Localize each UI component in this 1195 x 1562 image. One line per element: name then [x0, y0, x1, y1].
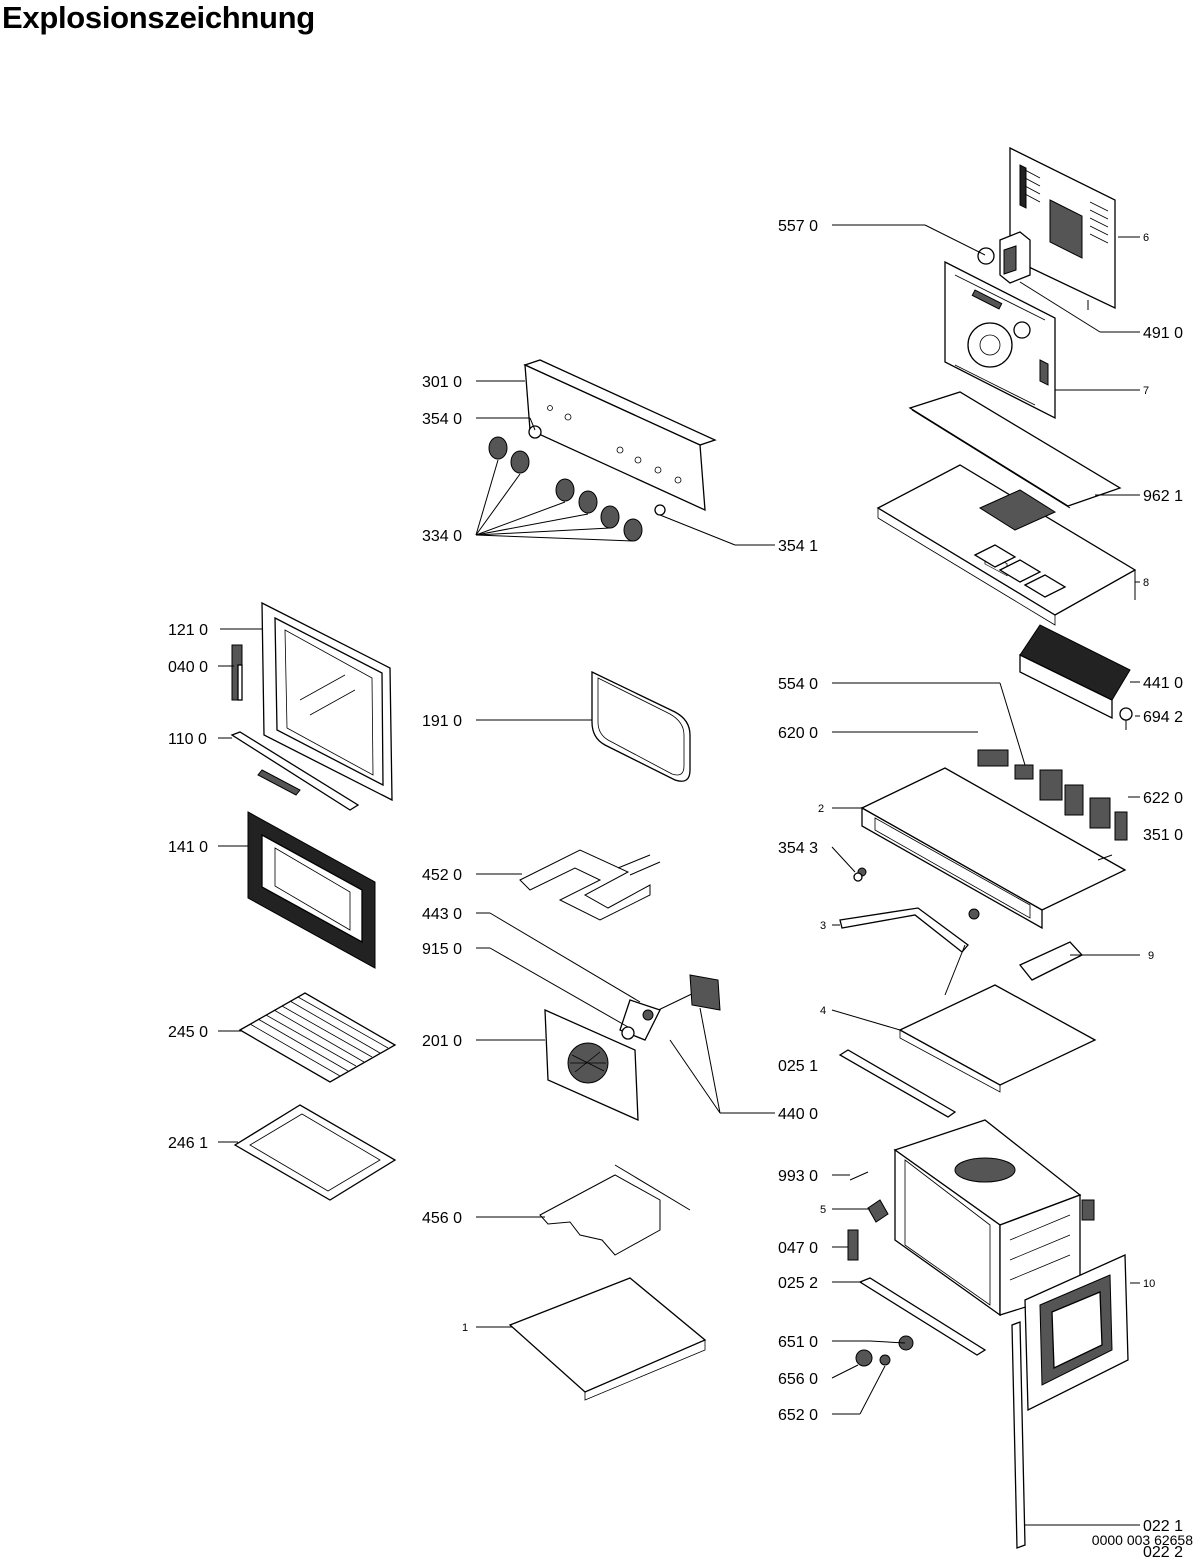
- baking-tray-icon: [233, 1104, 397, 1201]
- label-301-0: 301 0: [422, 374, 462, 391]
- label-620-0: 620 0: [778, 725, 818, 742]
- label-9: 9: [1148, 950, 1154, 962]
- mounting-brackets: [839, 907, 1084, 996]
- label-962-1: 962 1: [1143, 488, 1183, 505]
- label-491-0: 491 0: [1143, 325, 1183, 342]
- floor-plate-4: [898, 984, 1097, 1093]
- label-121-0: 121 0: [168, 622, 208, 639]
- oven-rack-icon: [238, 992, 397, 1083]
- label-456-0: 456 0: [422, 1210, 462, 1227]
- label-245-0: 245 0: [168, 1024, 208, 1041]
- side-rail-1: [838, 1049, 957, 1118]
- label-915-0: 915 0: [422, 941, 462, 958]
- control-panel-7: [944, 260, 1056, 420]
- label-652-0: 652 0: [778, 1407, 818, 1424]
- label-622-0: 622 0: [1143, 790, 1183, 807]
- oven-door-icon: [261, 601, 393, 802]
- heating-element-icon: [519, 849, 661, 921]
- label-025-2: 025 2: [778, 1275, 818, 1292]
- insulation-strip: [908, 391, 1122, 509]
- bottom-plate-1: [508, 1277, 707, 1401]
- outer-door-glass: [247, 811, 376, 969]
- vertical-trim-strip: [1011, 1321, 1026, 1549]
- label-5: 5: [820, 1204, 826, 1216]
- label-8: 8: [1143, 577, 1149, 589]
- fan-housing-assembly: [857, 749, 1128, 930]
- side-panel-10: [1024, 1254, 1129, 1412]
- top-cover-8: [876, 464, 1137, 626]
- door-gasket: [591, 670, 691, 782]
- label-2: 2: [818, 803, 824, 815]
- fan-cover-panel: [544, 1008, 639, 1122]
- label-141-0: 141 0: [168, 839, 208, 856]
- label-040-0: 040 0: [168, 659, 208, 676]
- label-7: 7: [1143, 385, 1149, 397]
- label-694-2: 694 2: [1143, 709, 1183, 726]
- label-993-0: 993 0: [778, 1168, 818, 1185]
- label-443-0: 443 0: [422, 906, 462, 923]
- label-201-0: 201 0: [422, 1033, 462, 1050]
- label-354-3: 354 3: [778, 840, 818, 857]
- small-fittings: [847, 872, 914, 1367]
- control-knob-icon: [488, 425, 666, 542]
- transformer-part: [977, 231, 1031, 284]
- side-rail-2: [858, 1277, 987, 1356]
- label-246-1: 246 1: [168, 1135, 208, 1152]
- label-554-0: 554 0: [778, 676, 818, 693]
- lower-heating-element: [539, 1164, 691, 1256]
- document-number: 0000 003 62658: [1091, 1532, 1193, 1548]
- label-354-1: 354 1: [778, 538, 818, 555]
- control-panel-fascia: [523, 359, 717, 512]
- label-651-0: 651 0: [778, 1334, 818, 1351]
- leader-lines: [218, 224, 1140, 1526]
- page-title: Explosionszeichnung: [2, 0, 315, 35]
- label-110-0: 110 0: [168, 731, 207, 748]
- label-022-2: 022 2: [1143, 1544, 1183, 1561]
- label-10: 10: [1143, 1278, 1155, 1290]
- label-191-0: 191 0: [422, 713, 462, 730]
- part-labels: 557 0 6 491 0 7 301 0 354 0 962 1 334 0 …: [168, 218, 1183, 1561]
- label-656-0: 656 0: [778, 1371, 818, 1388]
- label-334-0: 334 0: [422, 528, 462, 545]
- label-047-0: 047 0: [778, 1240, 818, 1257]
- label-022-1: 022 1: [1143, 1518, 1183, 1535]
- label-452-0: 452 0: [422, 867, 462, 884]
- label-1: 1: [462, 1322, 468, 1334]
- label-3: 3: [820, 920, 826, 932]
- label-441-0: 441 0: [1143, 675, 1183, 692]
- label-351-0: 351 0: [1143, 827, 1183, 844]
- fan-icon: [619, 974, 721, 1041]
- label-4: 4: [820, 1005, 826, 1017]
- back-panel: [1009, 146, 1116, 310]
- label-557-0: 557 0: [778, 218, 818, 235]
- door-hinge: [231, 644, 243, 701]
- label-440-0: 440 0: [778, 1106, 818, 1123]
- label-354-0: 354 0: [422, 411, 462, 428]
- label-6: 6: [1143, 232, 1149, 244]
- door-handle: [230, 731, 360, 811]
- label-025-1: 025 1: [778, 1058, 818, 1075]
- cooling-fan-motor-icon: [1019, 624, 1133, 730]
